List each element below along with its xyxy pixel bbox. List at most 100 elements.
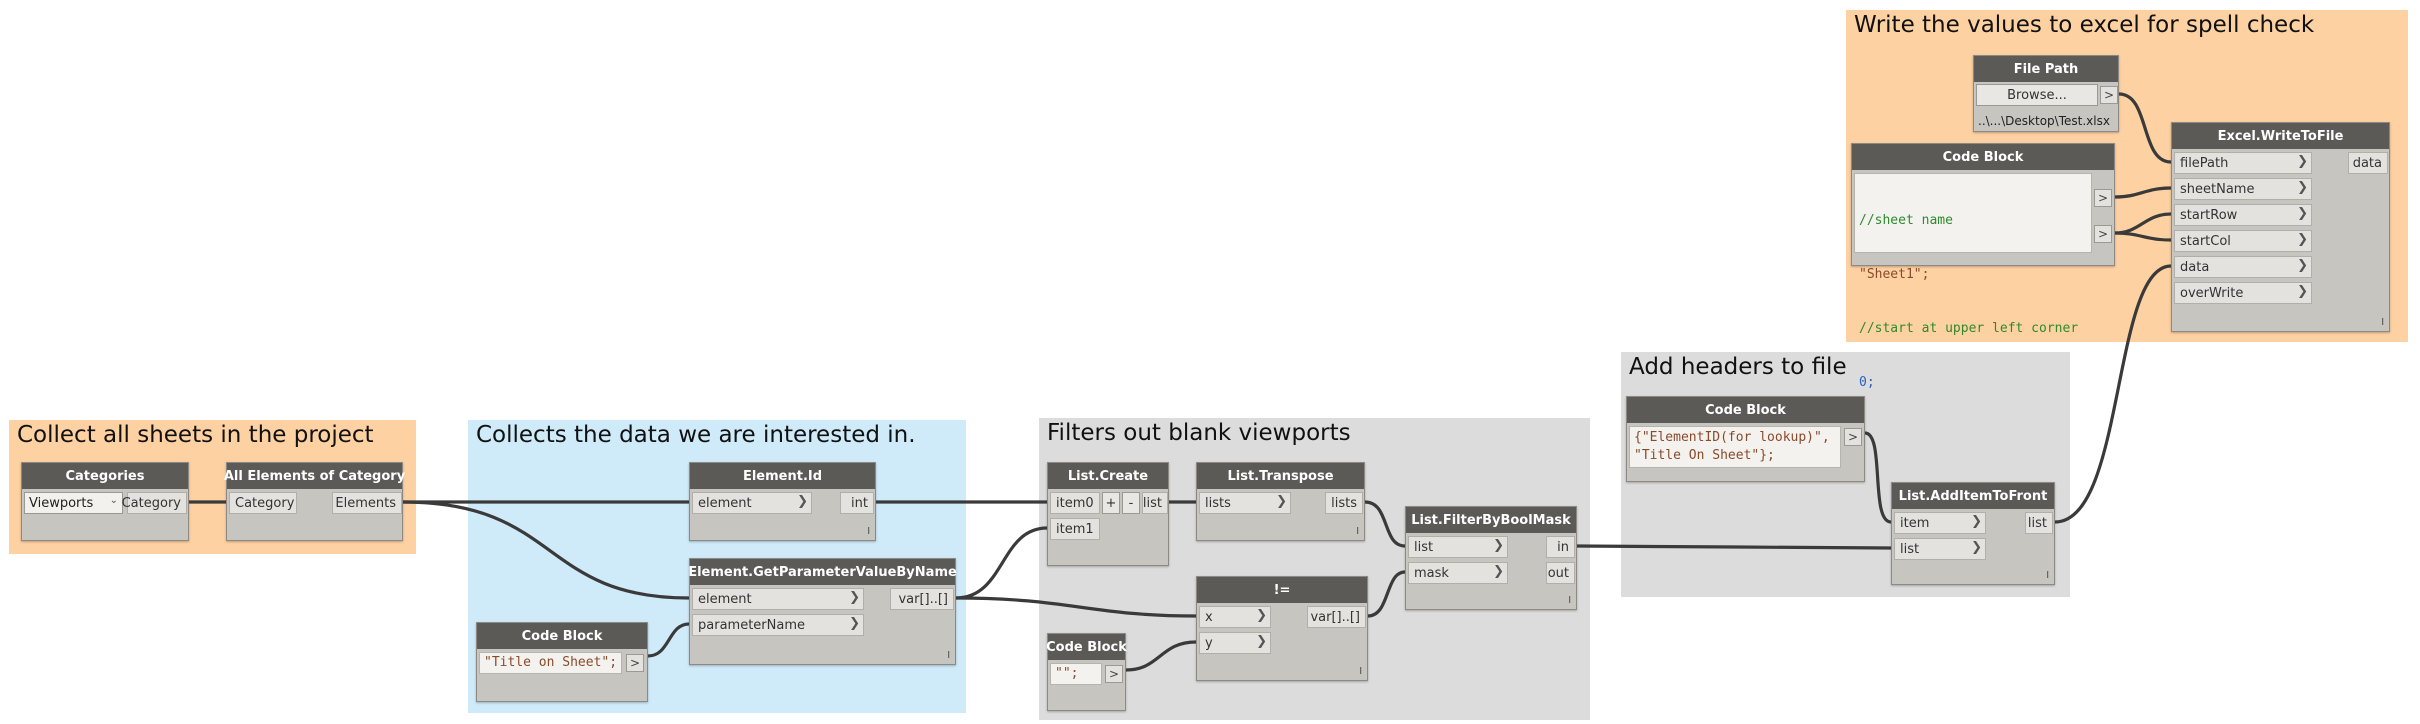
code-editor[interactable]: "Title on Sheet"; <box>479 652 622 674</box>
output-port-data[interactable]: data <box>2348 152 2388 174</box>
code-line: "Title On Sheet"}; <box>1634 448 1775 463</box>
input-port-y[interactable]: y❯ <box>1199 632 1271 654</box>
chevron-right-icon: ❯ <box>1971 514 1982 529</box>
lacing-indicator: l <box>1356 527 1359 537</box>
output-port-lists[interactable]: lists <box>1325 492 1363 514</box>
output-port[interactable]: > <box>2100 86 2118 104</box>
node-title: List.Transpose <box>1197 463 1364 489</box>
output-port-out[interactable]: out <box>1546 562 1575 584</box>
input-port-category[interactable]: Category <box>229 492 297 514</box>
node-title: Code Block <box>477 623 647 649</box>
node-code-block-headers[interactable]: Code Block {"ElementID(for lookup)","Tit… <box>1626 396 1865 482</box>
node-all-elements-of-category[interactable]: All Elements of Category Category Elemen… <box>224 462 405 541</box>
output-port-list[interactable]: list <box>1142 492 1168 514</box>
output-port[interactable]: > <box>1105 665 1123 683</box>
node-excel-write-to-file[interactable]: Excel.WriteToFile filePath❯ sheetName❯ s… <box>2171 122 2390 332</box>
chevron-right-icon: ❯ <box>2297 180 2308 195</box>
input-port-item[interactable]: item ❯ <box>1894 512 1986 534</box>
port-label: filePath <box>2180 155 2229 171</box>
input-port-element[interactable]: element ❯ <box>692 492 812 514</box>
chevron-right-icon: ❯ <box>2297 258 2308 273</box>
port-label: y <box>1205 635 1213 651</box>
output-port[interactable]: > <box>1844 428 1862 446</box>
node-get-parameter-value-by-name[interactable]: Element.GetParameterValueByName element❯… <box>688 558 957 665</box>
chevron-right-icon: ❯ <box>1256 634 1267 649</box>
input-port-mask[interactable]: mask ❯ <box>1408 562 1508 584</box>
output-port-elements[interactable]: Elements <box>332 492 402 514</box>
category-dropdown[interactable]: Viewports ⌄ <box>24 492 123 514</box>
chevron-right-icon: ❯ <box>797 494 808 509</box>
input-port-overwrite[interactable]: overWrite❯ <box>2174 282 2312 304</box>
output-port[interactable]: > <box>626 654 644 672</box>
chevron-right-icon: ❯ <box>849 616 860 631</box>
input-port-parameter-name[interactable]: parameterName ❯ <box>692 614 864 636</box>
input-port-start-col[interactable]: startCol❯ <box>2174 230 2312 252</box>
node-categories[interactable]: Categories Viewports ⌄ Category <box>21 462 189 541</box>
node-title: File Path <box>1974 56 2118 82</box>
group-title: Filters out blank viewports <box>1047 420 1351 446</box>
node-title: Element.GetParameterValueByName <box>688 559 957 585</box>
node-title: Element.Id <box>690 463 875 489</box>
input-port-element[interactable]: element❯ <box>692 588 864 610</box>
node-list-filter-by-bool-mask[interactable]: List.FilterByBoolMask list❯ mask❯ in out… <box>1405 506 1577 610</box>
dropdown-value: Viewports <box>29 495 94 511</box>
node-list-create[interactable]: List.Create item0 + - list item1 <box>1047 462 1169 566</box>
node-list-transpose[interactable]: List.Transpose lists❯ lists l <box>1196 462 1365 541</box>
input-port-list[interactable]: list❯ <box>1894 538 1986 560</box>
browse-button[interactable]: Browse... <box>1976 84 2098 106</box>
code-line: "Sheet1"; <box>1859 267 1930 282</box>
code-line: 0; <box>1859 375 1875 390</box>
lacing-indicator: l <box>2046 571 2049 581</box>
node-title: Categories <box>22 463 188 489</box>
node-not-equal[interactable]: != x❯ y❯ var[]..[] l <box>1196 576 1368 681</box>
node-list-add-item-to-front[interactable]: List.AddItemToFront item❯ list❯ list l <box>1891 482 2055 585</box>
node-code-block-excel[interactable]: Code Block //sheet name "Sheet1"; //star… <box>1851 143 2115 390</box>
output-port-category[interactable]: Category <box>122 492 187 514</box>
file-path-value: ..\...\Desktop\Test.xlsx <box>1978 114 2110 128</box>
code-editor[interactable]: ""; <box>1050 663 1102 685</box>
code-line: //sheet name <box>1859 213 1953 228</box>
input-port-data[interactable]: data❯ <box>2174 256 2312 278</box>
input-port-lists[interactable]: lists❯ <box>1199 492 1291 514</box>
node-element-id[interactable]: Element.Id element❯ int l <box>689 462 876 541</box>
group-title: Collect all sheets in the project <box>17 422 374 448</box>
port-label: mask <box>1414 565 1449 581</box>
add-input-button[interactable]: + <box>1102 492 1120 514</box>
port-label: parameterName <box>698 617 805 633</box>
node-title: All Elements of Category <box>224 463 405 489</box>
input-port-x[interactable]: x❯ <box>1199 606 1271 628</box>
node-title: Code Block <box>1852 144 2114 170</box>
port-label: element <box>698 591 752 607</box>
chevron-right-icon: ❯ <box>1493 564 1504 579</box>
port-label: item <box>1900 515 1930 531</box>
output-port-int[interactable]: int <box>840 492 874 514</box>
node-code-block-title[interactable]: Code Block "Title on Sheet"; > <box>476 622 648 702</box>
output-port-in[interactable]: in <box>1546 536 1575 558</box>
output-port-1[interactable]: > <box>2094 189 2112 207</box>
output-port-list[interactable]: list <box>2025 512 2053 534</box>
input-port-file-path[interactable]: filePath❯ <box>2174 152 2312 174</box>
port-label: startRow <box>2180 207 2238 223</box>
output-port-2[interactable]: > <box>2094 225 2112 243</box>
output-port-var[interactable]: var[]..[] <box>890 588 954 610</box>
lacing-indicator: l <box>1568 596 1571 606</box>
remove-input-button[interactable]: - <box>1122 492 1140 514</box>
input-port-start-row[interactable]: startRow❯ <box>2174 204 2312 226</box>
input-port-item1[interactable]: item1 <box>1050 518 1100 540</box>
input-port-sheet-name[interactable]: sheetName❯ <box>2174 178 2312 200</box>
code-line: //start at upper left corner <box>1859 321 2079 336</box>
code-line: "Title on Sheet"; <box>484 655 618 670</box>
output-port-var[interactable]: var[]..[] <box>1307 606 1366 628</box>
port-label: list <box>1900 541 1920 557</box>
node-code-block-empty[interactable]: Code Block ""; > <box>1046 633 1127 711</box>
node-title: Code Block <box>1627 397 1864 423</box>
code-editor[interactable]: //sheet name "Sheet1"; //start at upper … <box>1854 173 2092 390</box>
input-port-list[interactable]: list❯ <box>1408 536 1508 558</box>
node-file-path[interactable]: File Path Browse... > ..\...\Desktop\Tes… <box>1973 55 2119 132</box>
node-title: != <box>1197 577 1367 603</box>
chevron-right-icon: ❯ <box>1256 608 1267 623</box>
input-port-item0[interactable]: item0 <box>1050 492 1100 514</box>
port-label: element <box>698 495 752 511</box>
code-editor[interactable]: {"ElementID(for lookup)","Title On Sheet… <box>1629 426 1841 468</box>
